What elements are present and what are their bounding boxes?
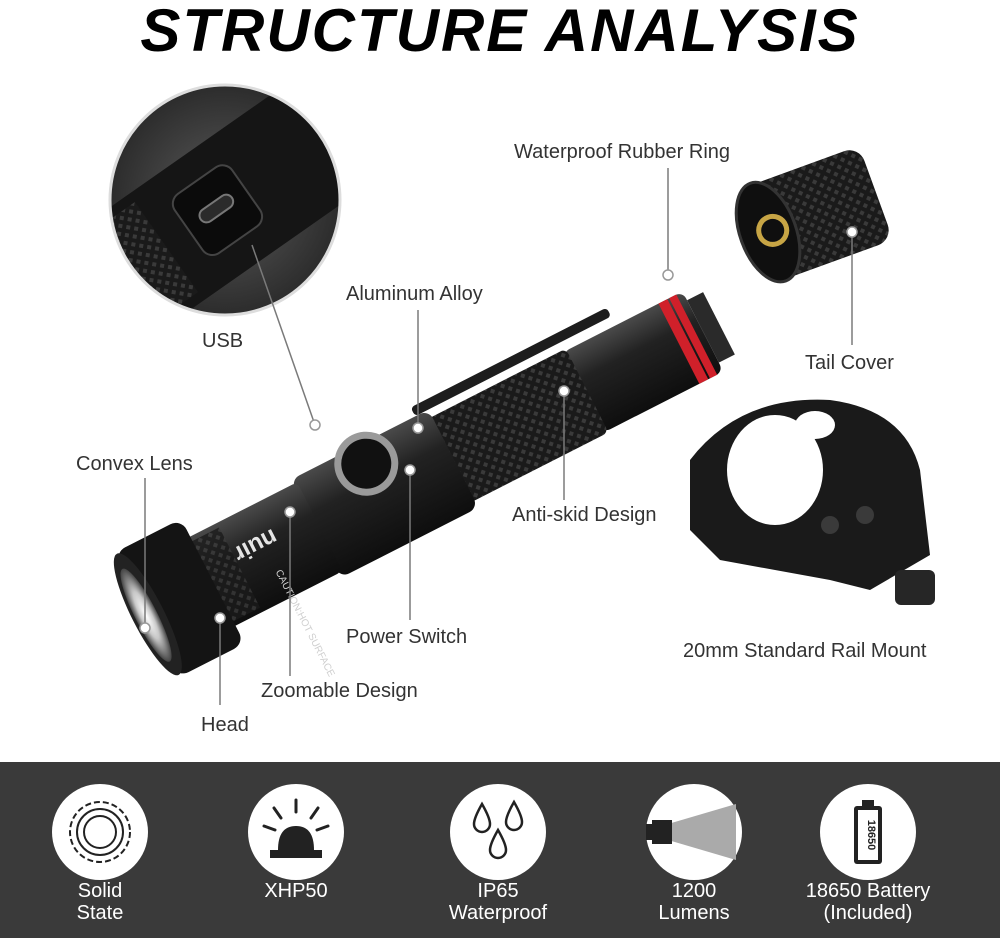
- feature-line-2: (Included): [823, 902, 913, 924]
- convex-lens: [120, 568, 172, 662]
- feature-text: 1200 Lumens: [594, 880, 794, 924]
- feature-line-1: IP65: [477, 880, 519, 902]
- feature-text: Solid State: [0, 880, 200, 924]
- feature-battery: 18650 18650 Battery (Included): [768, 762, 968, 938]
- page-title: STRUCTURE ANALYSIS: [140, 0, 860, 64]
- leader-dots: [139, 226, 858, 634]
- label-anti-skid: Anti-skid Design: [512, 504, 657, 526]
- tail-cover-part: [734, 150, 889, 284]
- feature-strip: Solid State XHP50: [0, 762, 1000, 938]
- battery-icon: 18650: [820, 784, 916, 880]
- label-power-switch: Power Switch: [346, 626, 468, 648]
- label-tail-cover: Tail Cover: [805, 352, 894, 374]
- battery-label: 18650: [865, 820, 877, 851]
- feature-line-1: 1200: [671, 880, 717, 902]
- feature-text: 18650 Battery (Included): [768, 880, 968, 924]
- flashlight-illustration: nuir CAUTION:HOT SURFACE: [108, 83, 935, 705]
- feature-line-1: 18650 Battery: [805, 880, 931, 902]
- feature-line-2: Lumens: [658, 902, 730, 924]
- light-beam-icon: [646, 784, 742, 880]
- xhp50-led-icon: [248, 784, 344, 880]
- label-rail-mount: 20mm Standard Rail Mount: [683, 640, 927, 662]
- leader-lines: [144, 168, 853, 705]
- water-drops-icon: [450, 784, 546, 880]
- label-waterproof-ring: Waterproof Rubber Ring: [514, 141, 731, 163]
- label-zoomable: Zoomable Design: [261, 680, 418, 702]
- rail-mount-part: [690, 399, 935, 605]
- feature-xhp50: XHP50: [196, 762, 396, 938]
- flashlight-body: nuir CAUTION:HOT SURFACE: [113, 292, 735, 679]
- feature-waterproof: IP65 Waterproof: [398, 762, 598, 938]
- feature-text: XHP50: [196, 880, 396, 902]
- feature-line-2: State: [76, 902, 124, 924]
- label-usb: USB: [202, 330, 244, 352]
- feature-line-2: Waterproof: [448, 902, 548, 924]
- rubber-ring: [658, 299, 709, 384]
- feature-line-1: XHP50: [264, 880, 328, 902]
- feature-line-1: Solid: [77, 880, 123, 902]
- feature-text: IP65 Waterproof: [398, 880, 598, 924]
- solid-state-icon: [52, 784, 148, 880]
- label-convex-lens: Convex Lens: [76, 453, 193, 475]
- label-head: Head: [201, 714, 249, 736]
- feature-lumens: 1200 Lumens: [594, 762, 794, 938]
- label-aluminum-alloy: Aluminum Alloy: [346, 283, 483, 305]
- feature-solid-state: Solid State: [0, 762, 200, 938]
